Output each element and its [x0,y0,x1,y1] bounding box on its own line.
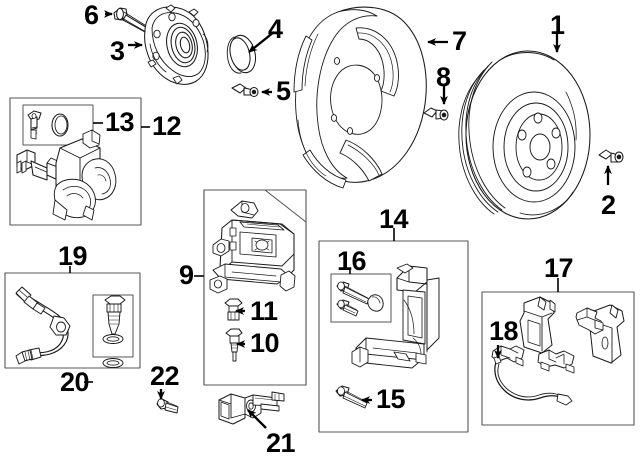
part-actuator-bolt-and-oring-kit [27,110,69,140]
part-brake-hydraulic-hose [15,286,71,365]
callout-7: 7 [452,26,467,56]
part-wheel-stud [113,7,150,34]
part-parking-brake-actuator [16,129,117,221]
part-caliper-mounting-bracket [351,263,440,369]
part-hub-seal-ring [226,34,257,74]
callout-10: 10 [250,328,280,358]
callout-15: 15 [376,384,406,414]
part-hub-mounting-bolt [231,83,259,98]
part-brake-splash-shield [293,6,427,189]
part-abs-wheel-speed-sensor [218,391,285,425]
callout-4: 4 [268,14,283,44]
callout-5: 5 [276,76,291,106]
part-caliper-guide-pin-kit [336,281,384,317]
part-brake-caliper-assembly [209,200,296,294]
callout-18: 18 [489,316,519,346]
callout-9: 9 [179,260,194,290]
callout-2: 2 [601,190,616,220]
callout-13: 13 [105,107,135,137]
callout-3: 3 [110,36,125,66]
part-wheel-hub-bearing-assembly [144,4,209,85]
callout-12: 12 [152,111,182,141]
part-brake-pad-kit [519,296,625,374]
callout-16: 16 [337,246,367,276]
part-splash-shield-bolt [423,107,449,121]
part-brake-pad-wear-sensor [491,345,573,406]
callout-1: 1 [550,10,565,40]
callout-6: 6 [84,0,99,30]
part-brake-rotor-disc [458,50,591,220]
callout-22: 22 [150,361,180,391]
callout-14: 14 [379,204,409,234]
callout-11: 11 [250,296,278,326]
part-bracket-mounting-bolt [335,385,368,409]
callout-20: 20 [60,367,90,397]
callout-21: 21 [266,428,296,458]
part-banjo-bolt-and-washer-kit [102,295,126,368]
callout-17: 17 [544,253,574,283]
part-abs-sensor-bolt [156,398,179,414]
callout-19: 19 [58,241,88,271]
callout-8: 8 [436,62,451,92]
part-rotor-retaining-screw [598,149,624,163]
